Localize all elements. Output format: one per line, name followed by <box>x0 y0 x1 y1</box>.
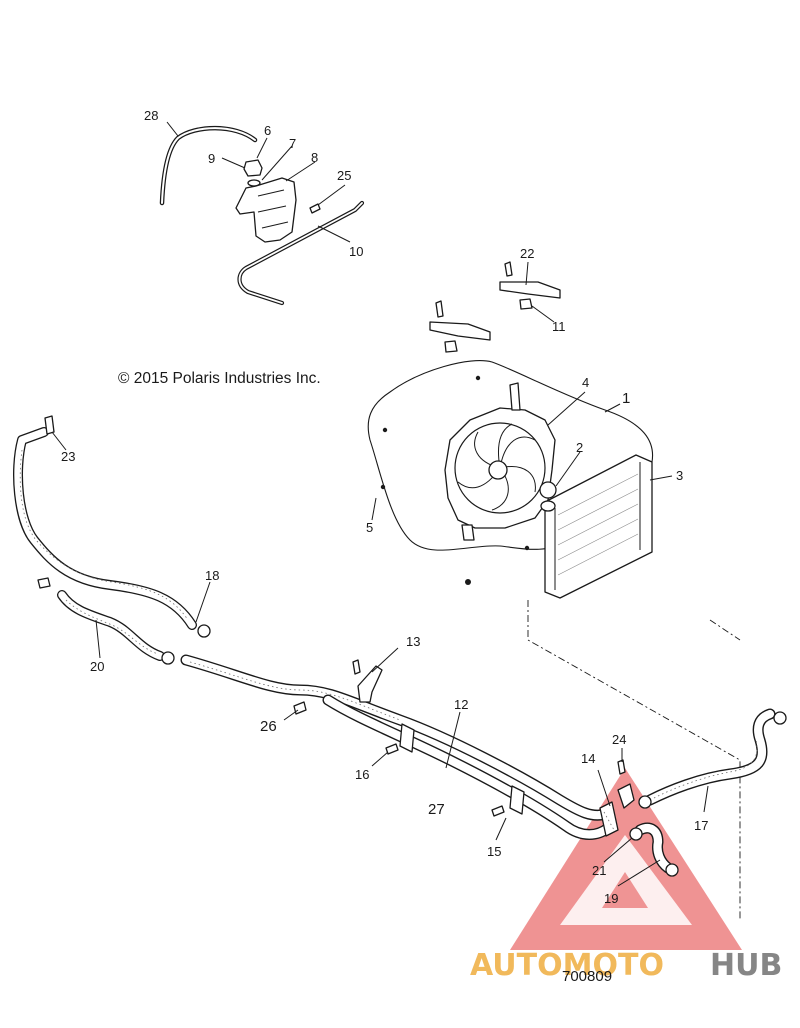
fitting-14 <box>599 801 619 837</box>
screw-13 <box>352 659 361 675</box>
callout-5: 5 <box>366 520 373 535</box>
callout-4: 4 <box>582 375 589 390</box>
callout-13: 13 <box>406 634 420 649</box>
callout-25: 25 <box>337 168 351 183</box>
radiator-inlet <box>540 500 556 512</box>
callout-12: 12 <box>454 697 468 712</box>
callout-16: 16 <box>355 767 369 782</box>
left-hoses <box>13 415 211 665</box>
right-hoses <box>603 708 787 887</box>
callout-14: 14 <box>581 751 595 766</box>
callout-22: 22 <box>520 246 534 261</box>
callout-21: 21 <box>592 863 606 878</box>
callout-15: 15 <box>487 844 501 859</box>
clamp-17 <box>638 795 652 809</box>
callout-8: 8 <box>311 150 318 165</box>
watermark <box>510 768 742 950</box>
reservoir-cap-9 <box>243 159 263 177</box>
fan-motor-2 <box>539 481 557 499</box>
bracket-lower <box>429 321 491 341</box>
hose-17 <box>644 708 776 806</box>
watermark-brand-part1: AUTOMOTO <box>470 948 664 983</box>
callout-6: 6 <box>264 123 271 138</box>
nut-11 <box>519 298 533 310</box>
callout-23: 23 <box>61 449 75 464</box>
watermark-brand-part2: HUB <box>710 948 782 983</box>
callout-1: 1 <box>622 390 630 407</box>
clamp-17-end <box>773 711 787 725</box>
callout-10: 10 <box>349 244 363 259</box>
callout-7: 7 <box>289 136 296 151</box>
fan-mount-tab-top <box>509 382 521 411</box>
radiator-fins <box>557 473 639 576</box>
screw-15 <box>491 805 505 817</box>
callout-27: 27 <box>428 801 445 818</box>
tube-clamp-b <box>509 785 525 815</box>
clamp-21 <box>629 827 643 841</box>
callout-26: 26 <box>260 718 277 735</box>
clamp-19 <box>665 863 679 877</box>
bracket-24 <box>617 783 635 809</box>
diagram-number: 700809 <box>562 968 612 985</box>
clamp-20 <box>161 651 175 665</box>
callout-2: 2 <box>576 440 583 455</box>
connection-lines <box>527 600 741 920</box>
watermark-text: AUTOMOTO HUB <box>470 948 782 983</box>
bolt-lower <box>435 300 444 318</box>
bolt-22 <box>504 261 513 277</box>
bolt-25 <box>309 203 321 214</box>
nut-lower <box>444 340 458 353</box>
screw-26 <box>293 701 307 715</box>
fitting-20 <box>37 577 51 589</box>
copyright: © 2015 Polaris Industries Inc. <box>118 370 321 387</box>
watermark-triangle-core <box>602 872 648 908</box>
callout-9: 9 <box>208 151 215 166</box>
callout-17: 17 <box>694 818 708 833</box>
callout-11: 11 <box>552 319 566 334</box>
callout-18: 18 <box>205 568 219 583</box>
upper-brackets <box>429 261 561 353</box>
callout-28: 28 <box>144 108 158 123</box>
bracket-22 <box>499 281 561 299</box>
radiator-assembly <box>367 360 673 599</box>
radiator-3 <box>544 454 653 599</box>
tube-clamp-a <box>399 723 415 753</box>
clamp-18 <box>197 624 211 638</box>
callout-19: 19 <box>604 891 618 906</box>
fan-mount-tab-bottom <box>461 524 475 541</box>
callout-24: 24 <box>612 732 626 747</box>
callout-3: 3 <box>676 468 683 483</box>
callouts: 28 6 7 9 8 25 10 22 11 © 2015 Polaris In… <box>61 108 708 906</box>
screw-24 <box>617 759 626 775</box>
fan-hub <box>488 460 508 480</box>
coolant-tubes <box>180 647 635 841</box>
reservoir-group <box>159 121 365 306</box>
fitting-23 <box>44 415 55 435</box>
bracket-13 <box>357 665 383 703</box>
callout-20: 20 <box>90 659 104 674</box>
